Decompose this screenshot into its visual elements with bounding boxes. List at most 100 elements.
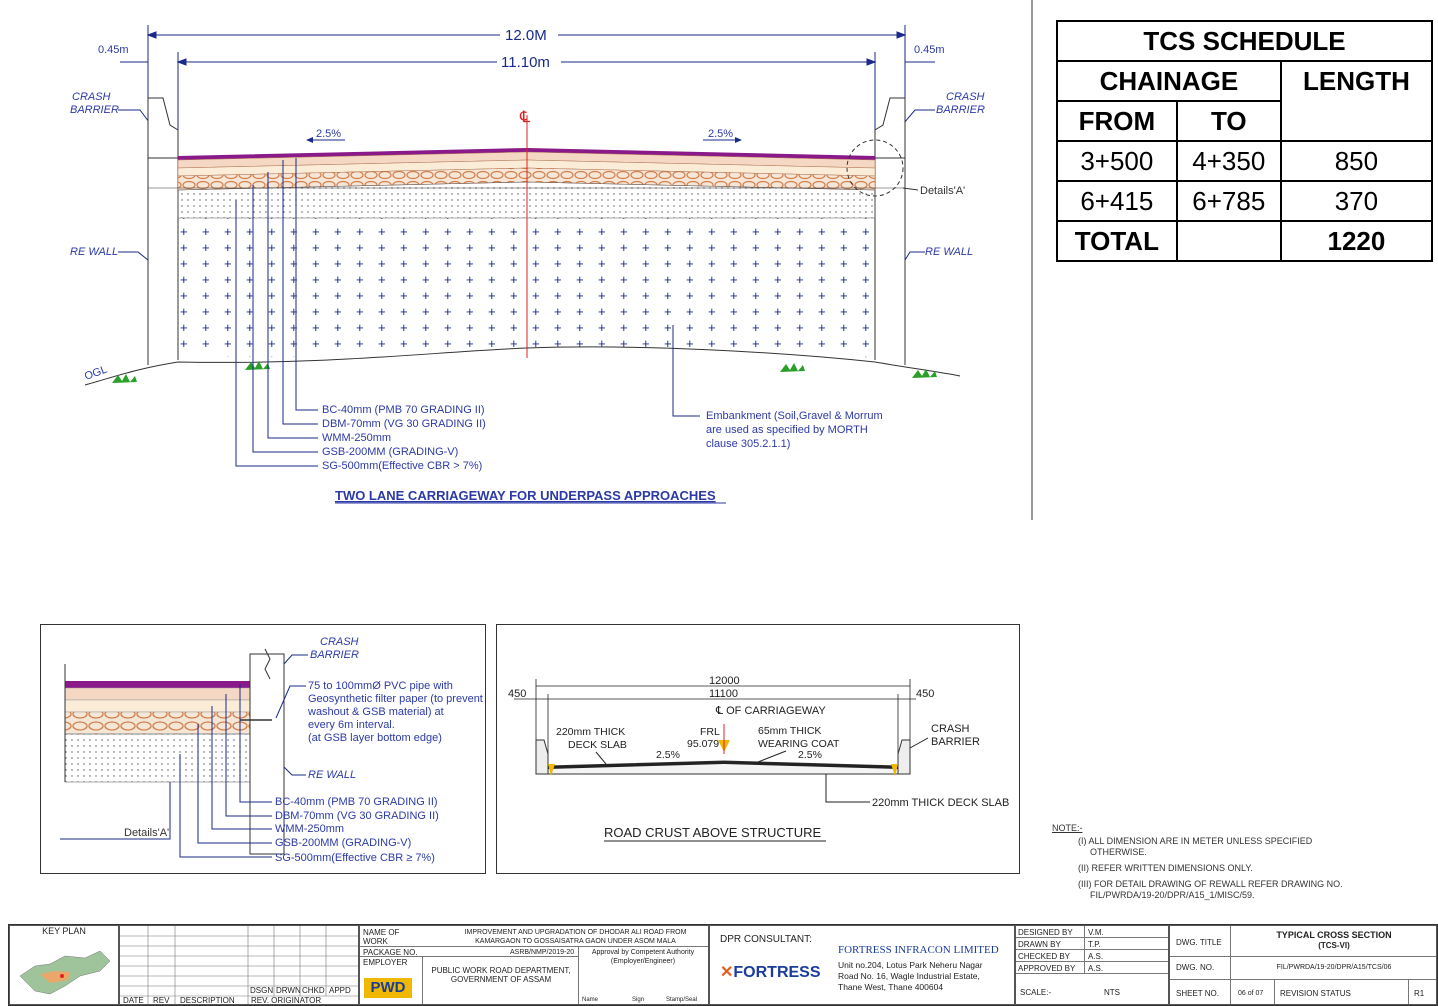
note-3-cont: FIL/PWRDA/19-20/DPR/A15_1/MISC/59. xyxy=(1090,890,1255,900)
scale-label: SCALE:- xyxy=(1020,988,1052,997)
tcs-cell: 6+415 xyxy=(1056,180,1178,222)
rev-header-description: DESCRIPTION xyxy=(180,996,235,1005)
frl-value: 95.079 xyxy=(687,738,719,750)
approved-by-value: A.S. xyxy=(1088,964,1104,973)
centerline-symbol: ℄ xyxy=(519,109,531,126)
drawn-by-value: T.P. xyxy=(1088,940,1101,949)
ogl-label: OGL xyxy=(83,364,109,383)
key-plan: KEY PLAN xyxy=(9,925,119,1005)
drawing-info-block: DWG. TITLE TYPICAL CROSS SECTION (TCS-VI… xyxy=(1169,925,1437,1005)
revision-status: R1 xyxy=(1414,989,1425,998)
detail-re-wall: RE WALL xyxy=(308,769,356,781)
wearing-coat-2: WEARING COAT xyxy=(758,738,840,750)
crust-dim-inner: 11100 xyxy=(709,688,738,700)
tcs-total-value: 1220 xyxy=(1279,220,1434,262)
tcs-from-header: FROM xyxy=(1056,100,1178,142)
dpr-consultant-label: DPR CONSULTANT: xyxy=(720,934,812,945)
main-layer-dbm: DBM-70mm (VG 30 GRADING II) xyxy=(322,418,486,430)
approval-name: Name xyxy=(582,997,599,1003)
checked-by-label: CHECKED BY xyxy=(1018,952,1071,961)
layer-leaders xyxy=(235,158,700,467)
re-wall-left-label: RE WALL xyxy=(70,246,118,258)
pipe-note-1: 75 to 100mmØ PVC pipe with xyxy=(308,680,453,692)
tcs-cell: 370 xyxy=(1279,180,1434,222)
wearing-coat-1: 65mm THICK xyxy=(758,725,821,737)
details-a-callout: Details'A' xyxy=(920,185,965,197)
crash-barrier-right-label-1: CRASH xyxy=(946,91,985,103)
slope-left: 2.5% xyxy=(316,128,341,140)
embankment-note-2: are used as specified by MORTH xyxy=(706,424,868,436)
detail-layer-bc: BC-40mm (PMB 70 GRADING II) xyxy=(275,796,438,808)
crash-barrier-left-label-2: BARRIER xyxy=(70,104,119,116)
note-2: (II) REFER WRITTEN DIMENSIONS ONLY. xyxy=(1078,863,1253,873)
tcs-cell xyxy=(1175,220,1282,262)
dwg-title-sub: (TCS-VI) xyxy=(1318,941,1350,950)
detail-bc-layer xyxy=(65,681,250,688)
wearing-coat xyxy=(548,761,898,769)
package-value: ASRB/NMP/2019-20 xyxy=(510,949,575,956)
approval-label: Approval by Competent Authority (Employe… xyxy=(591,949,695,965)
sheet-no: 06 of 07 xyxy=(1238,990,1264,997)
crust-crash-barrier-2: BARRIER xyxy=(931,736,980,748)
crust-cl-label: ℄ OF CARRIAGEWAY xyxy=(715,705,826,717)
main-layer-wmm: WMM-250mm xyxy=(322,432,391,444)
designed-by-label: DESIGNED BY xyxy=(1018,928,1073,937)
slope-right: 2.5% xyxy=(708,128,733,140)
sign-block: DESIGNED BY V.M. DRAWN BY T.P. CHECKED B… xyxy=(1015,925,1169,1005)
checked-by-value: A.S. xyxy=(1088,952,1104,961)
sign-header-appd: APPD xyxy=(329,986,351,995)
revision-status-label: REVISION STATUS xyxy=(1280,989,1351,998)
road-crust-panel: 12000 11100 450 450 ℄ OF CARRIAGEWAY 220… xyxy=(496,624,1020,874)
sign-header-chkd: CHKD xyxy=(302,986,325,995)
crust-crash-barrier-1: CRASH xyxy=(931,723,970,735)
notes-heading: NOTE:- xyxy=(1052,823,1083,833)
pipe-note-4: every 6m interval. xyxy=(308,719,395,731)
crash-barrier-right-label-2: BARRIER xyxy=(936,104,985,116)
note-1: (I) ALL DIMENSION ARE IN METER UNLESS SP… xyxy=(1078,836,1313,846)
dwg-no: FIL/PWRDA/19-20/DPR/A15/TCS/06 xyxy=(1276,964,1392,971)
detail-layer-wmm: WMM-250mm xyxy=(275,823,344,835)
company-address-2: Road No. 16, Wagle Industrial Estate, xyxy=(838,971,980,981)
drawn-by-label: DRAWN BY xyxy=(1018,940,1061,949)
tcs-length-header: LENGTH xyxy=(1279,60,1434,142)
main-layer-sg: SG-500mm(Effective CBR > 7%) xyxy=(322,460,482,472)
company-name: FORTRESS INFRACON LIMITED xyxy=(838,944,999,956)
detail-layer-gsb: GSB-200MM (GRADING-V) xyxy=(275,837,411,849)
fortress-x-icon: ✕ xyxy=(720,964,734,981)
embankment-note-1: Embankment (Soil,Gravel & Morrum xyxy=(706,410,883,422)
detail-crash-barrier-2: BARRIER xyxy=(310,649,359,661)
dwg-title-label: DWG. TITLE xyxy=(1176,938,1222,947)
deck-slab-a-1: 220mm THICK xyxy=(556,726,625,738)
company-address-3: Thane West, Thane 400604 xyxy=(838,982,944,992)
embankment-note-3: clause 305.2.1.1) xyxy=(706,438,790,450)
main-section-title: TWO LANE CARRIAGEWAY FOR UNDERPASS APPRO… xyxy=(335,488,716,503)
dwg-no-label: DWG. NO. xyxy=(1176,963,1215,972)
note-1-cont: OTHERWISE. xyxy=(1090,847,1147,857)
tcs-chainage-header: CHAINAGE xyxy=(1056,60,1282,102)
crust-dim-total: 12000 xyxy=(709,675,740,687)
rev-header-date: DATE xyxy=(123,996,144,1005)
fortress-logo-text: FORTRESS xyxy=(733,964,821,981)
employer-label: EMPLOYER xyxy=(363,958,408,967)
tcs-title: TCS SCHEDULE xyxy=(1056,20,1433,62)
name-of-work: IMPROVEMENT AND UPGRADATION OF DHODAR AL… xyxy=(464,929,687,945)
tcs-cell: 4+350 xyxy=(1175,140,1282,182)
main-layer-bc: BC-40mm (PMB 70 GRADING II) xyxy=(322,404,485,416)
sheet-no-label: SHEET NO. xyxy=(1176,989,1219,998)
detail-a-panel: CRASH BARRIER 75 to 100mmØ PVC pipe with… xyxy=(40,624,486,874)
tcs-total-label: TOTAL xyxy=(1056,220,1178,262)
consultant-block: DPR CONSULTANT: ✕FORTRESS FORTRESS INFRA… xyxy=(709,925,1015,1005)
tcs-cell: 3+500 xyxy=(1056,140,1178,182)
crash-barrier-right xyxy=(874,97,906,159)
key-plan-label: KEY PLAN xyxy=(42,926,86,936)
detail-layer-dbm: DBM-70mm (VG 30 GRADING II) xyxy=(275,810,439,822)
scale-value: NTS xyxy=(1104,988,1120,997)
approved-by-label: APPROVED BY xyxy=(1018,964,1076,973)
crust-dim-left: 450 xyxy=(508,688,526,700)
table-row: 6+415 6+785 370 xyxy=(1056,180,1434,222)
notes-block: NOTE:- (I) ALL DIMENSION ARE IN METER UN… xyxy=(1052,822,1432,902)
crash-barrier-left-label-1: CRASH xyxy=(72,91,111,103)
name-of-work-label: NAME OF WORK xyxy=(363,928,400,946)
dim-total: 12.0M xyxy=(505,27,547,44)
pipe-note-3: washout & GSB material) at xyxy=(307,706,444,718)
